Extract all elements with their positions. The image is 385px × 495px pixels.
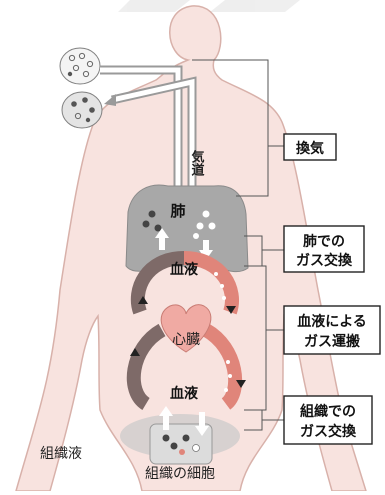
stage-box-tissue-exchange: 組織での ガス交換 — [284, 396, 372, 444]
stage-line: ガス運搬 — [304, 333, 360, 350]
inhaled-air-cloud — [60, 48, 100, 84]
stage-box-lung-exchange: 肺での ガス交換 — [284, 226, 364, 272]
heart-label: 心臓 — [172, 332, 200, 348]
blood-label-bottom: 血液 — [170, 385, 199, 402]
stage-line: 換気 — [296, 140, 324, 157]
stage-line: 組織での — [300, 403, 356, 420]
stage-line: ガス交換 — [296, 252, 353, 269]
lung-label: 肺 — [170, 202, 185, 220]
exhale-arrowhead — [104, 94, 116, 106]
stage-box-ventilation: 換気 — [284, 134, 336, 160]
tissue-fluid-label: 組織液 — [40, 446, 82, 462]
exhaled-air-cloud — [62, 92, 102, 128]
tissue-cells-label: 組織の細胞 — [145, 466, 215, 482]
stage-line: 肺での — [303, 234, 345, 250]
blood-label-top: 血液 — [170, 261, 199, 278]
stage-box-blood-transport: 血液による ガス運搬 — [284, 306, 380, 354]
airway-label: 気道 — [189, 149, 205, 177]
stage-line: 血液による — [297, 313, 367, 330]
stage-line: ガス交換 — [300, 423, 357, 440]
